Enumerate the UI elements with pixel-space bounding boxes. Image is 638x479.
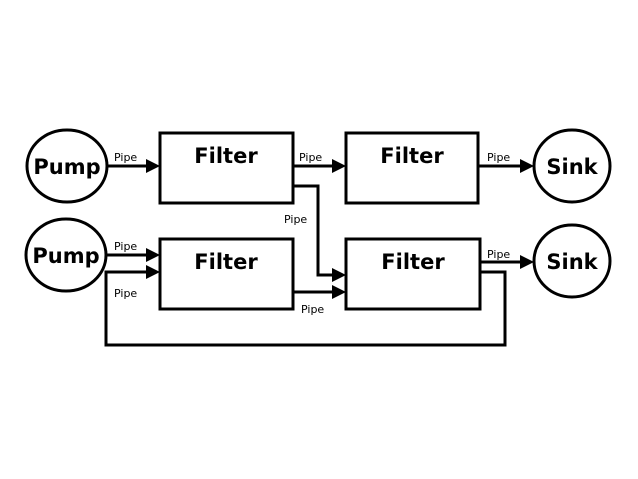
arrowhead-sink-top (520, 159, 534, 173)
pipe-label-filter-bottom: Pipe (301, 303, 324, 316)
filter-top-right: Filter (344, 131, 480, 205)
wire-feedback-loop (104, 270, 507, 347)
pipe-label-cross-down: Pipe (284, 213, 307, 226)
arrowhead-cross-down (332, 268, 346, 282)
arrowhead-pump-bottom (146, 248, 160, 262)
wire-cross-down (293, 184, 335, 277)
pipe-label-sink-bottom: Pipe (487, 248, 510, 261)
sink-top-label: Sink (546, 155, 598, 179)
pipe-label-sink-top: Pipe (487, 151, 510, 164)
filter-bottom-left: Filter (158, 237, 295, 311)
pipe-label-feedback: Pipe (114, 287, 137, 300)
pump-bottom-label: Pump (32, 244, 99, 268)
pipe-label-pump-bottom: Pipe (114, 240, 137, 253)
arrowheads (146, 159, 534, 299)
filter-top-right-label: Filter (380, 144, 444, 168)
sink-bottom-label: Sink (546, 250, 598, 274)
filter-bottom-left-label: Filter (194, 250, 258, 274)
filter-bottom-right-label: Filter (381, 250, 445, 274)
arrowhead-filter-top (332, 159, 346, 173)
sink-bottom: Sink (532, 223, 612, 299)
sink-top: Sink (532, 128, 612, 204)
arrowhead-sink-bottom (520, 255, 534, 269)
connectors (104, 164, 523, 347)
pipe-labels: Pipe Pipe Pipe Pipe Pipe Pipe Pipe Pipe (114, 151, 510, 316)
arrowhead-filter-bottom (332, 285, 346, 299)
pump-top: Pump (25, 128, 109, 204)
arrowhead-pump-top (146, 159, 160, 173)
pump-bottom: Pump (24, 217, 108, 293)
filter-top-left: Filter (158, 131, 295, 205)
pipe-label-filter-top: Pipe (299, 151, 322, 164)
pipe-label-pump-top: Pipe (114, 151, 137, 164)
arrowhead-feedback (146, 265, 160, 279)
pump-top-label: Pump (33, 155, 100, 179)
filter-bottom-right: Filter (344, 237, 482, 311)
filter-top-left-label: Filter (194, 144, 258, 168)
